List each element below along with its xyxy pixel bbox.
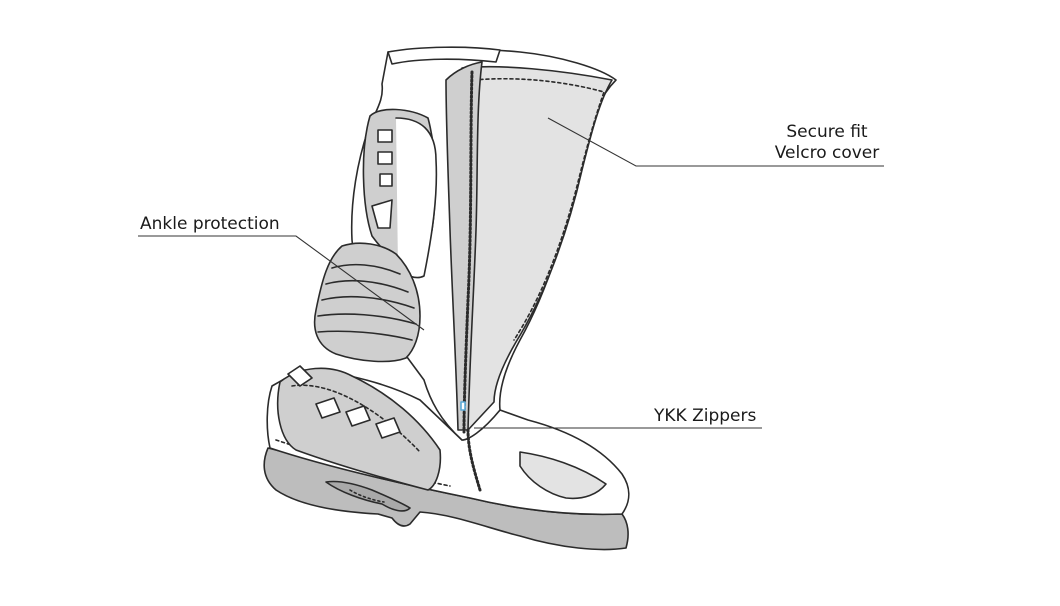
sole-tread	[325, 480, 411, 512]
vent-slot	[377, 129, 393, 143]
callout-zippers-label: YKK Zippers	[654, 406, 757, 426]
callout-ankle: Ankle protection	[140, 214, 280, 235]
toe-cap	[519, 451, 607, 500]
velcro-panel	[459, 65, 613, 431]
callout-velcro-line2: Velcro cover	[774, 143, 880, 163]
zipper-track	[445, 61, 483, 431]
leader-line-ankle	[138, 235, 425, 331]
ankle-rib	[325, 279, 409, 293]
leader-line-velcro	[547, 117, 884, 167]
vent-slot	[371, 199, 393, 229]
shin-guard-rim	[395, 117, 438, 279]
zipper-teeth	[462, 70, 474, 434]
heel-plate-stitch	[291, 384, 421, 453]
zipper-pull	[460, 401, 466, 411]
ankle-rib	[317, 313, 417, 325]
boot-cuff	[387, 46, 501, 65]
heel-insert	[287, 365, 313, 387]
callout-velcro: Secure fit Velcro cover	[772, 122, 882, 164]
ankle-rib	[317, 330, 413, 341]
vent-slot	[379, 173, 393, 187]
callout-velcro-line1: Secure fit	[786, 122, 868, 142]
callout-ankle-label: Ankle protection	[140, 214, 280, 234]
callout-zippers: YKK Zippers	[654, 406, 756, 427]
vent-slot	[377, 151, 393, 165]
heel-plate	[276, 367, 442, 491]
velcro-panel-stitch	[473, 77, 605, 341]
ankle-rib	[321, 295, 415, 309]
heel-logo	[315, 397, 401, 439]
zipper-teeth	[466, 428, 482, 492]
